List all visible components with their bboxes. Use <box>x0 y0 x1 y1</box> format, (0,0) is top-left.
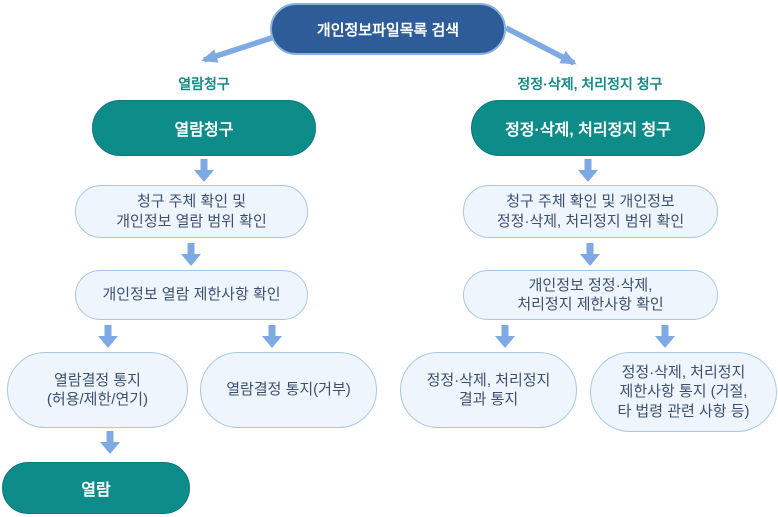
correction-result-notify-box: 정정·삭제, 처리정지 결과 통지 <box>400 352 577 428</box>
view-result-allow-box: 열람결정 통지 (허용/제한/연기) <box>7 352 188 428</box>
view-final-box: 열람 <box>2 462 190 514</box>
correction-step1-line2: 정정·삭제, 처리정지 범위 확인 <box>496 212 685 230</box>
view-step2-line1: 개인정보 열람 제한사항 확인 <box>102 286 281 304</box>
down-arrow-icon <box>100 431 120 454</box>
correction-result-restrict-line1: 정정·삭제, 처리정지 <box>621 363 746 381</box>
down-arrow-icon <box>495 325 515 348</box>
correction-step2-line1: 개인정보 정정·삭제, <box>528 276 653 294</box>
diagonal-arrow-right-icon <box>504 25 577 66</box>
correction-step1-box: 청구 주체 확인 및 개인정보 정정·삭제, 처리정지 범위 확인 <box>463 185 718 238</box>
correction-result-notify-line2: 결과 통지 <box>458 391 519 408</box>
view-final-label: 열람 <box>81 482 111 499</box>
correction-result-restrict-line3: 타 법령 관련 사항 등) <box>617 402 750 420</box>
down-arrow-icon <box>578 159 598 182</box>
correction-step2-box: 개인정보 정정·삭제, 처리정지 제한사항 확인 <box>463 270 718 320</box>
view-request-box: 열람청구 <box>92 100 316 156</box>
down-arrow-icon <box>194 159 214 182</box>
correction-request-box: 정정·삭제, 처리정지 청구 <box>471 100 705 156</box>
view-step1-line2: 개인정보 열람 범위 확인 <box>116 212 267 230</box>
correction-step2-line2: 처리정지 제한사항 확인 <box>517 296 664 313</box>
branch-label-correction: 정정·삭제, 처리정지 청구 <box>517 76 663 92</box>
down-arrow-icon <box>580 243 600 266</box>
branch-label-view: 열람청구 <box>178 76 230 92</box>
view-step2-box: 개인정보 열람 제한사항 확인 <box>75 270 308 320</box>
correction-result-notify-line1: 정정·삭제, 처리정지 <box>426 371 551 389</box>
view-result-deny-line1: 열람결정 통지(거부) <box>226 381 351 399</box>
down-arrow-icon <box>98 325 118 348</box>
view-step1-line1: 청구 주체 확인 및 <box>136 193 247 210</box>
correction-result-restrict-box: 정정·삭제, 처리정지 제한사항 통지 (거절, 타 법령 관련 사항 등) <box>590 352 777 432</box>
correction-step1-line1: 청구 주체 확인 및 개인정보 <box>506 193 675 210</box>
down-arrow-icon <box>262 325 282 348</box>
down-arrow-icon <box>181 243 201 266</box>
view-result-allow-line1: 열람결정 통지 <box>54 371 141 389</box>
correction-request-label: 정정·삭제, 처리정지 청구 <box>505 122 671 139</box>
top-search-box: 개인정보파일목록 검색 <box>270 3 506 55</box>
view-result-deny-box: 열람결정 통지(거부) <box>200 352 377 428</box>
view-request-label: 열람청구 <box>174 122 234 139</box>
correction-result-restrict-line2: 제한사항 통지 (거절, <box>619 383 748 401</box>
view-step1-box: 청구 주체 확인 및 개인정보 열람 범위 확인 <box>75 185 308 238</box>
view-result-allow-line2: (허용/제한/연기) <box>46 391 149 408</box>
top-search-label: 개인정보파일목록 검색 <box>316 21 460 39</box>
down-arrow-icon <box>655 325 675 348</box>
